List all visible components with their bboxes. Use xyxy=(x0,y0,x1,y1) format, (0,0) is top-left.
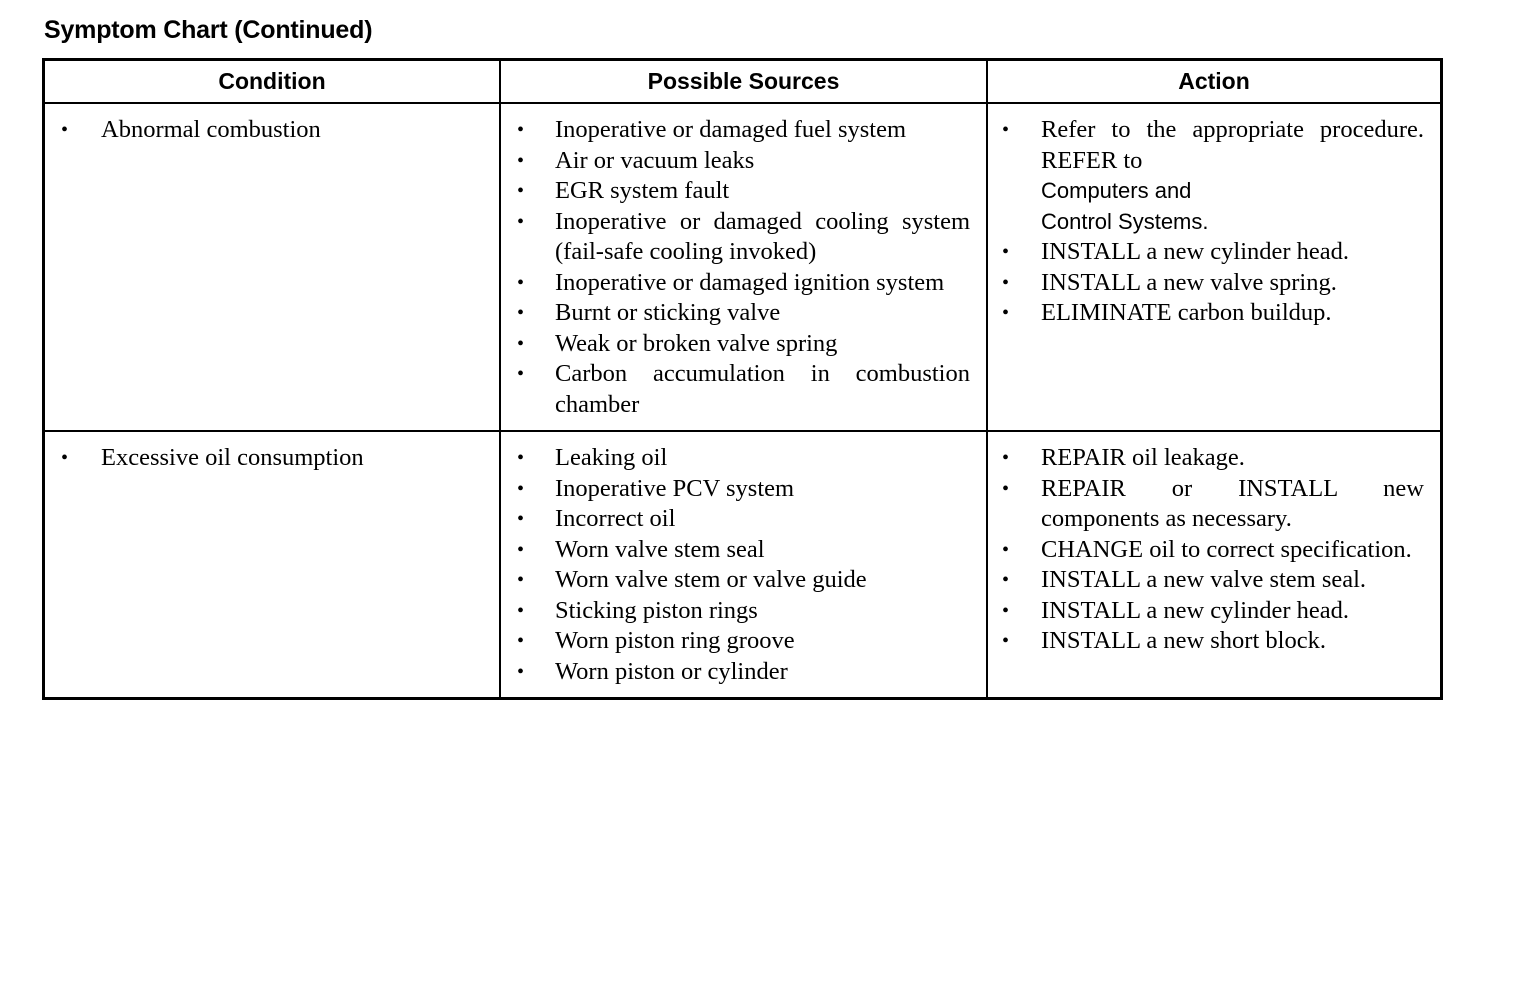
list-item: Worn piston or cylinder xyxy=(501,657,980,688)
list-item: Inoperative or damaged cooling system (f… xyxy=(501,207,980,268)
list-item: REPAIR oil leakage. xyxy=(988,443,1434,474)
condition-bullet-list: Excessive oil consumption xyxy=(45,443,493,474)
list-item: INSTALL a new valve stem seal. xyxy=(988,565,1434,596)
source-bullet-list: Inoperative or damaged fuel systemAir or… xyxy=(501,115,980,420)
condition-cell-content: Excessive oil consumption xyxy=(45,432,499,484)
list-item: Inoperative or damaged fuel system xyxy=(501,115,980,146)
column-header-condition: Condition xyxy=(45,61,500,104)
list-item: Incorrect oil xyxy=(501,504,980,535)
cell-source: Inoperative or damaged fuel systemAir or… xyxy=(499,103,987,431)
list-item: Sticking piston rings xyxy=(501,596,980,627)
source-bullet-list: Leaking oilInoperative PCV systemIncorre… xyxy=(501,443,980,687)
list-item: Refer to the appropriate procedure. REFE… xyxy=(988,115,1434,237)
action-item-text: REPAIR or INSTALL new components as nece… xyxy=(1041,474,1424,533)
cell-action: Refer to the appropriate procedure. REFE… xyxy=(986,103,1440,431)
action-item-text: ELIMINATE carbon buildup. xyxy=(1041,299,1332,326)
list-item: INSTALL a new cylinder head. xyxy=(988,596,1434,627)
cell-action: REPAIR oil leakage. REPAIR or INSTALL new… xyxy=(986,430,1440,697)
source-item-text: Leaking oil xyxy=(555,444,668,471)
list-item: INSTALL a new cylinder head. xyxy=(988,237,1434,268)
action-item-text: INSTALL a new valve spring. xyxy=(1041,268,1337,296)
list-item: Abnormal combustion xyxy=(45,115,493,146)
source-item-text: Worn piston or cylinder xyxy=(555,657,788,685)
list-item: Inoperative or damaged ignition system xyxy=(501,268,980,299)
source-item-text: Worn valve stem or valve guide xyxy=(555,566,867,593)
list-item: CHANGE oil to correct specification. xyxy=(988,535,1434,566)
condition-bullet-list: Abnormal combustion xyxy=(45,115,493,146)
action-bullet-list: Refer to the appropriate procedure. REFE… xyxy=(988,115,1434,329)
source-item-text: Worn piston ring groove xyxy=(555,627,795,654)
source-item-text: Inoperative or damaged cooling system (f… xyxy=(555,207,970,266)
action-item-text: CHANGE oil to correct specification. xyxy=(1041,535,1412,563)
list-item: EGR system fault xyxy=(501,176,980,207)
source-item-text: Worn valve stem seal xyxy=(555,535,765,563)
table-row: Excessive oil consumption Leaking oilInop… xyxy=(45,430,1440,697)
source-item-text: Incorrect oil xyxy=(555,505,676,532)
column-header-possible-sources: Possible Sources xyxy=(499,61,987,104)
table-header-row: Condition Possible Sources Action xyxy=(45,61,1440,104)
action-bullet-list: REPAIR oil leakage. REPAIR or INSTALL new… xyxy=(988,443,1434,657)
action-item-text: REPAIR oil leakage. xyxy=(1041,444,1245,471)
list-item: Worn valve stem seal xyxy=(501,535,980,566)
source-item-text: Weak or broken valve spring xyxy=(555,329,838,357)
source-item-text: Burnt or sticking valve xyxy=(555,299,781,326)
list-item: Excessive oil consumption xyxy=(45,443,493,474)
list-item: INSTALL a new valve spring. xyxy=(988,268,1434,299)
source-item-text: Inoperative or damaged ignition system xyxy=(555,268,945,296)
list-item: Inoperative PCV system xyxy=(501,474,980,505)
source-item-text: Sticking piston rings xyxy=(555,596,758,624)
cell-condition: Excessive oil consumption xyxy=(45,430,500,697)
source-item-text: Inoperative PCV system xyxy=(555,474,795,502)
table-row: Abnormal combustionInoperative or damage… xyxy=(45,103,1440,431)
list-item: Burnt or sticking valve xyxy=(501,298,980,329)
cell-condition: Abnormal combustion xyxy=(45,103,500,431)
page-title: Symptom Chart (Continued) xyxy=(44,16,373,44)
list-item: INSTALL a new short block. xyxy=(988,626,1434,657)
source-item-text: Inoperative or damaged fuel system xyxy=(555,116,907,143)
list-item: Carbon accumulation in combustion chambe… xyxy=(501,359,980,420)
list-item: Air or vacuum leaks xyxy=(501,146,980,177)
list-item: Worn valve stem or valve guide xyxy=(501,565,980,596)
condition-item-text: Excessive oil consumption xyxy=(101,444,364,471)
source-cell-content: Leaking oilInoperative PCV systemIncorre… xyxy=(501,432,986,697)
action-cell-content: REPAIR oil leakage. REPAIR or INSTALL new… xyxy=(988,432,1440,667)
list-item: ELIMINATE carbon buildup. xyxy=(988,298,1434,329)
source-cell-content: Inoperative or damaged fuel systemAir or… xyxy=(501,104,986,430)
source-item-text: Air or vacuum leaks xyxy=(555,146,755,174)
condition-item-text: Abnormal combustion xyxy=(101,116,321,143)
column-header-action: Action xyxy=(986,61,1440,104)
source-item-text: Carbon accumulation in combustion chambe… xyxy=(555,360,970,418)
source-item-text: EGR system fault xyxy=(555,177,730,204)
list-item: REPAIR or INSTALL new components as nece… xyxy=(988,474,1434,535)
condition-cell-content: Abnormal combustion xyxy=(45,104,499,156)
list-item: Weak or broken valve spring xyxy=(501,329,980,360)
action-item-text: INSTALL a new valve stem seal. xyxy=(1041,566,1367,593)
cell-source: Leaking oilInoperative PCV systemIncorre… xyxy=(499,430,987,697)
action-item-text: INSTALL a new cylinder head. xyxy=(1041,238,1350,265)
action-item-text: Refer to the appropriate procedure. REFE… xyxy=(1041,116,1424,174)
list-item: Leaking oil xyxy=(501,443,980,474)
action-item-text: INSTALL a new short block. xyxy=(1041,627,1326,654)
table-body: Abnormal combustionInoperative or damage… xyxy=(45,103,1440,697)
action-cell-content: Refer to the appropriate procedure. REFE… xyxy=(988,104,1440,339)
symptom-chart-table: Condition Possible Sources Action Abnorm… xyxy=(42,58,1443,700)
action-item-text: INSTALL a new cylinder head. xyxy=(1041,596,1350,624)
list-item: Worn piston ring groove xyxy=(501,626,980,657)
